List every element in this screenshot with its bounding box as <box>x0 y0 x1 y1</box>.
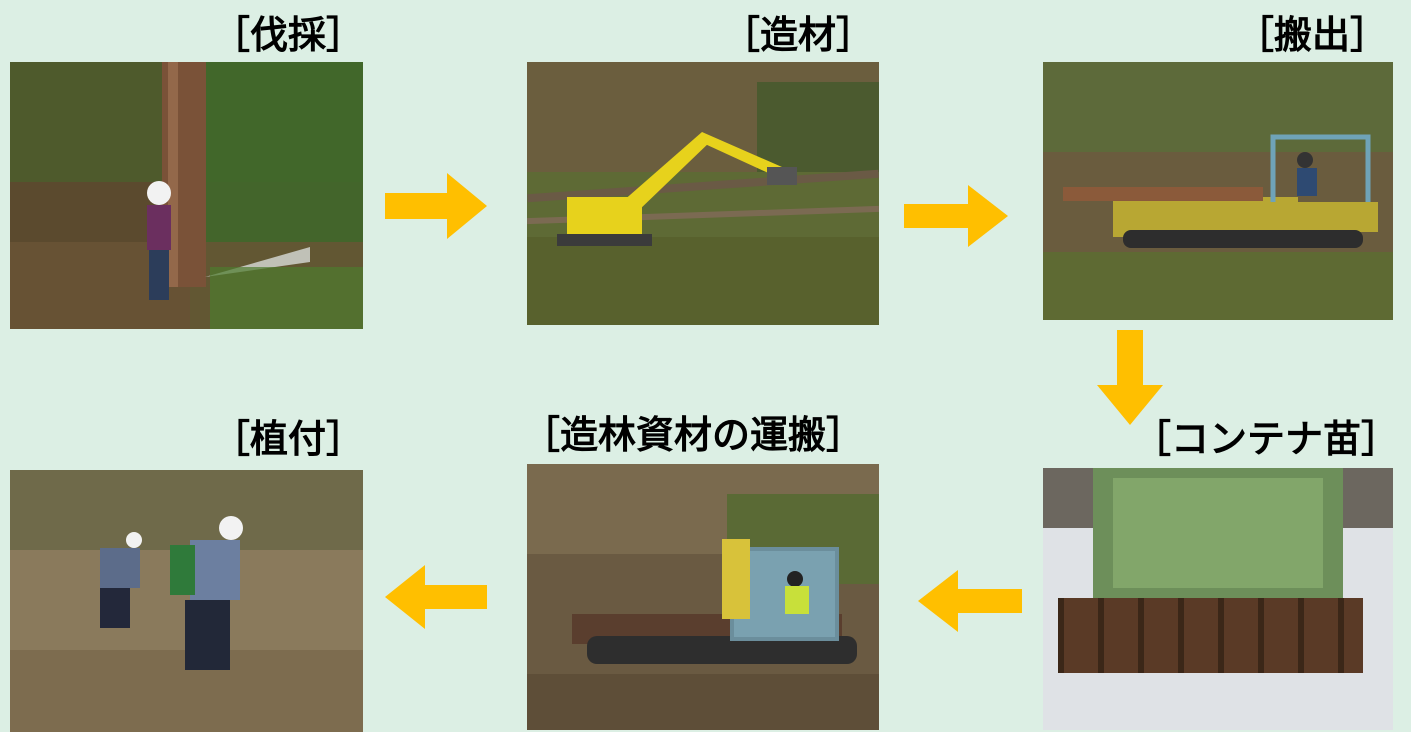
arrow-left-1 <box>918 570 1022 632</box>
photo-felling <box>10 62 363 329</box>
photo-planting <box>10 470 363 732</box>
arrow-right-2 <box>904 185 1008 247</box>
arrow-left-2 <box>385 565 487 629</box>
photo-seedlings <box>1043 468 1393 730</box>
photo-bucking <box>527 62 879 325</box>
label-felling: ［伐採］ <box>212 13 365 57</box>
label-seedlings: ［コンテナ苗］ <box>1133 417 1400 461</box>
label-hauling: ［搬出］ <box>1236 13 1389 57</box>
photo-transport <box>527 464 879 730</box>
label-transport: ［造林資材の運搬］ <box>522 413 865 457</box>
arrow-right-1 <box>385 173 487 239</box>
label-bucking: ［造材］ <box>722 13 875 57</box>
arrow-down <box>1097 330 1163 425</box>
photo-hauling <box>1043 62 1393 320</box>
label-planting: ［植付］ <box>212 417 365 461</box>
